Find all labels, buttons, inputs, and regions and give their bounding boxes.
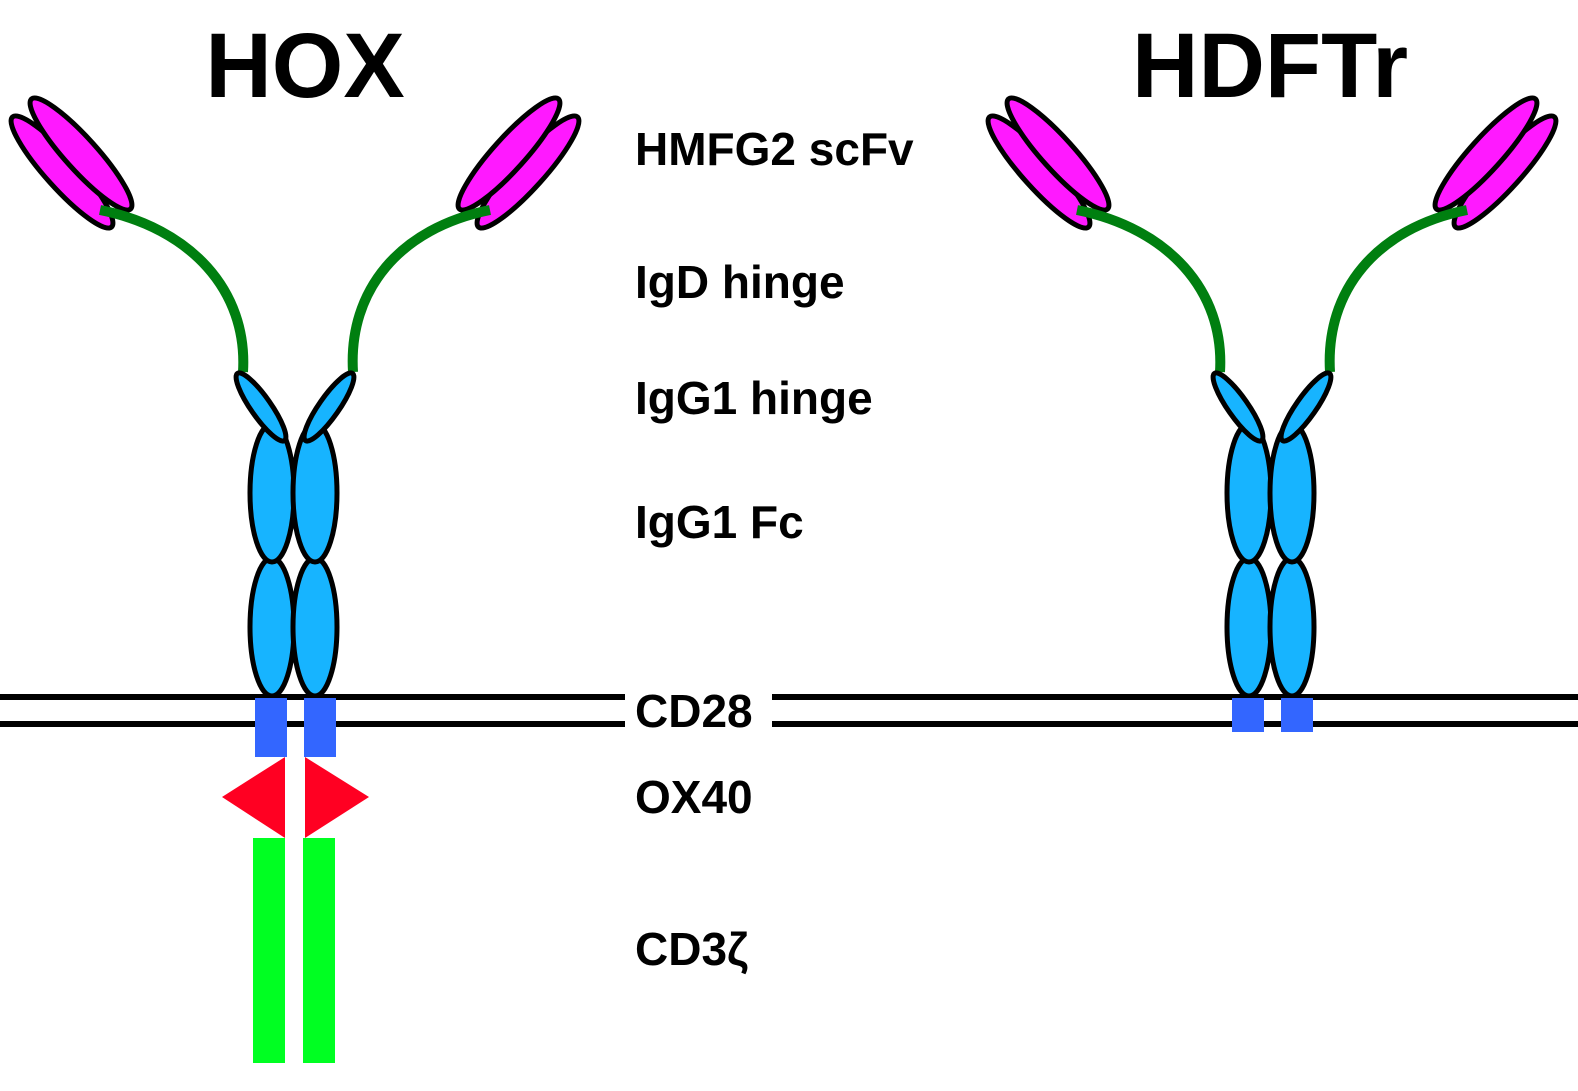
- label-igd-hinge: IgD hinge: [635, 256, 845, 308]
- title-hdftr: HDFTr: [1132, 15, 1408, 117]
- label-ox40: OX40: [635, 771, 753, 823]
- cd3z-domain: [303, 838, 335, 1063]
- label-igg1-hinge: IgG1 hinge: [635, 372, 873, 424]
- cd28-domain: [304, 698, 336, 757]
- hdftr-construct: [978, 88, 1567, 732]
- hox-construct: [1, 88, 590, 1063]
- ox40-domain: [222, 757, 285, 838]
- label-scfv: HMFG2 scFv: [635, 123, 914, 175]
- title-hox: HOX: [205, 15, 404, 117]
- cell-membrane: [0, 694, 1578, 727]
- cd28-domain: [1281, 698, 1313, 732]
- label-cd28: CD28: [635, 685, 753, 737]
- cd28-domain: [255, 698, 287, 757]
- cd28-domain: [1232, 698, 1264, 732]
- label-cd3z: CD3ζ: [635, 923, 748, 975]
- label-igg1-fc: IgG1 Fc: [635, 496, 804, 548]
- cd3z-domain: [253, 838, 285, 1063]
- ox40-domain: [305, 757, 369, 838]
